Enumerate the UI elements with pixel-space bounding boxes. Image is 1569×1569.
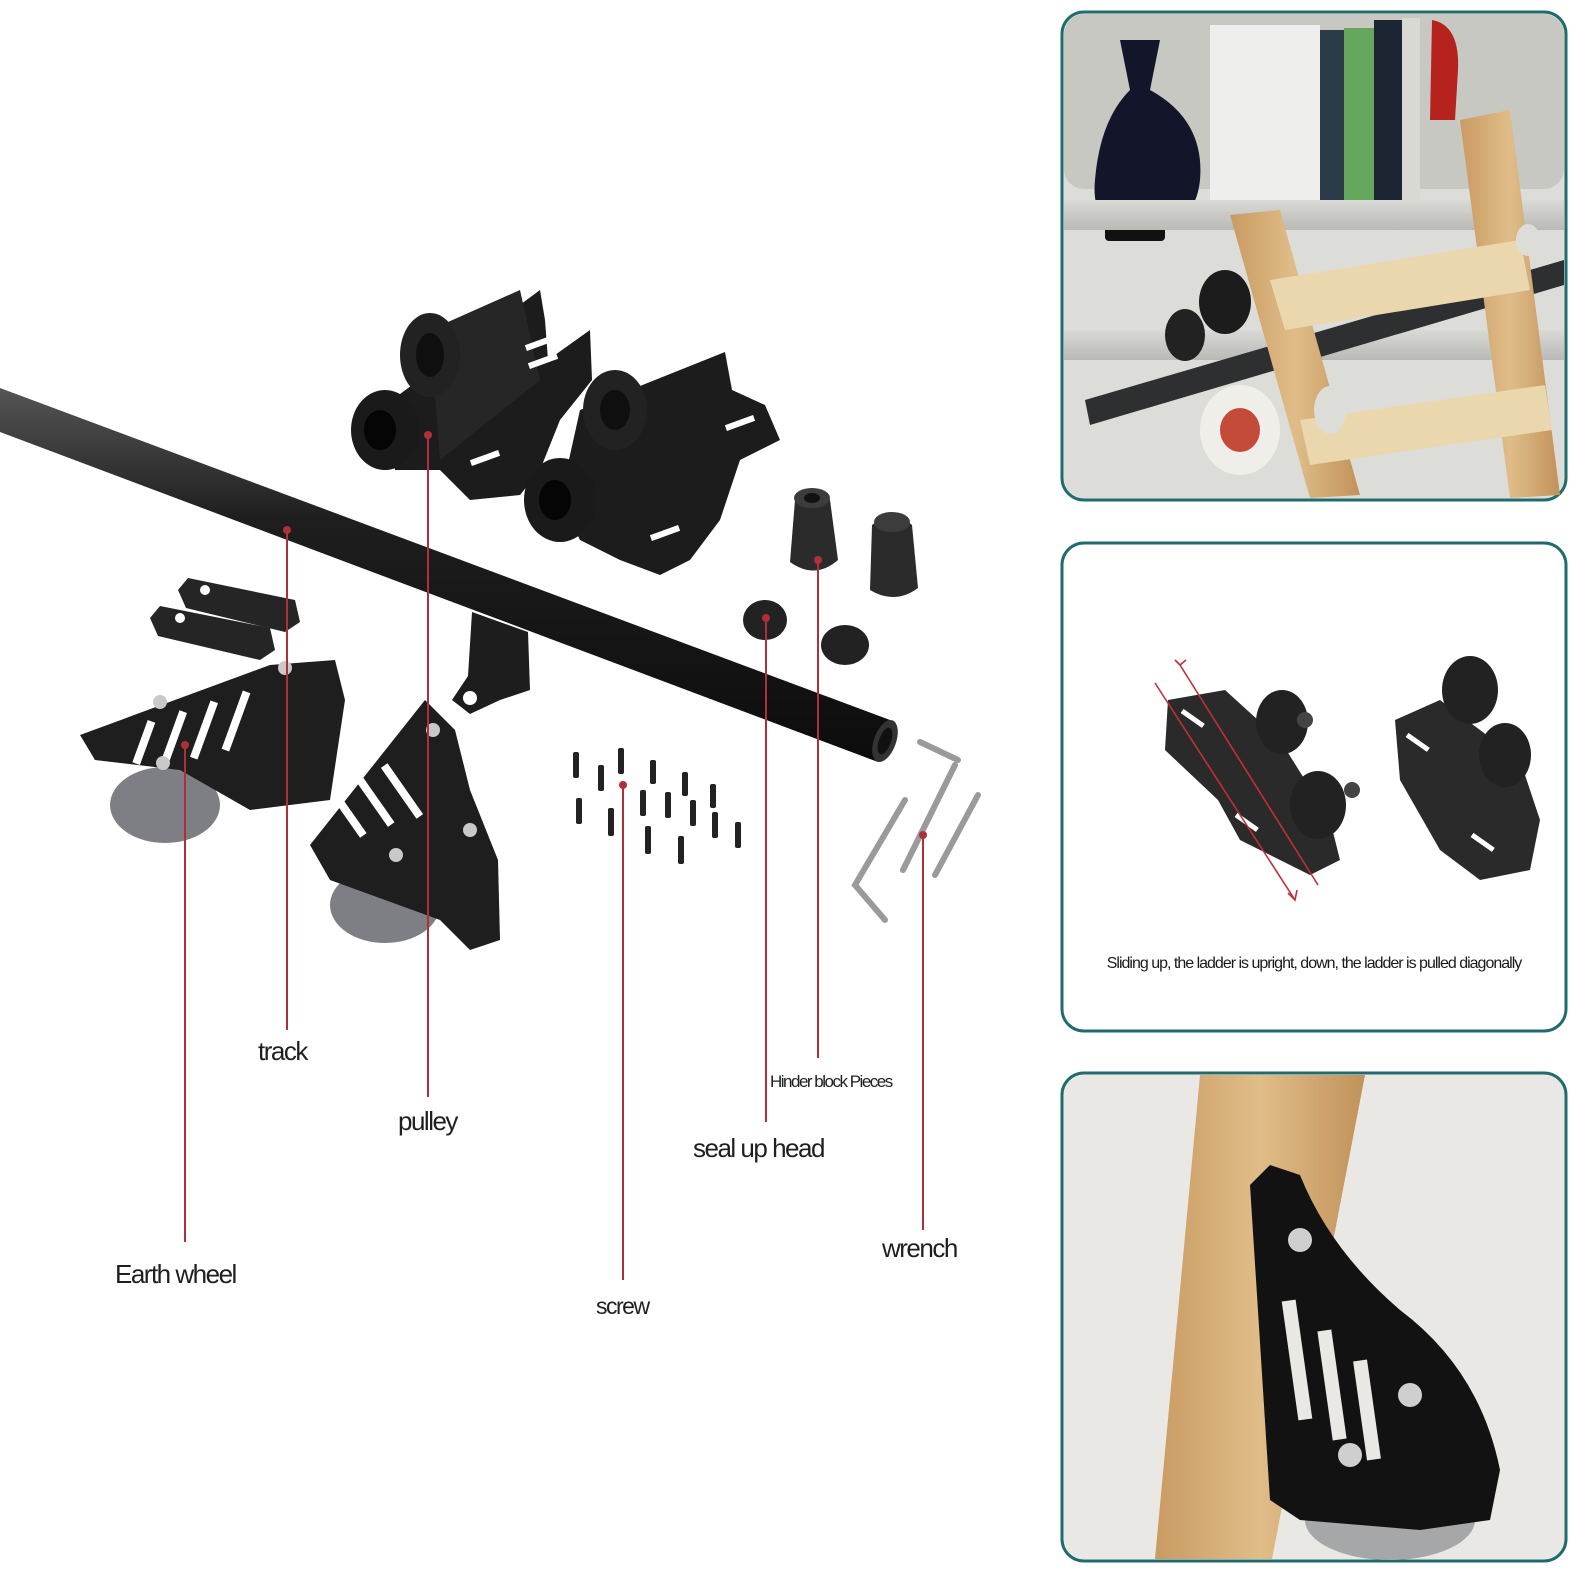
leader-lines [184,435,924,1280]
pulley-2 [524,352,780,575]
sliding-caption: Sliding up, the ladder is upright, down,… [1106,955,1523,972]
label-track: track [258,1036,308,1066]
label-wrench: wrench [882,1233,958,1263]
hinder-block-1 [790,488,838,571]
photo-panel-wheel [1060,1071,1568,1563]
label-hinder-block-pieces: Hinder block Pieces [770,1072,893,1091]
hinder-block-2 [870,512,918,598]
label-seal-up-head: seal up head [693,1133,825,1163]
pulley-1 [351,290,592,500]
mounting-plates [150,578,300,660]
earth-wheel-2 [310,700,500,950]
screws [573,748,741,864]
label-screw: screw [596,1293,650,1319]
wrenches [851,739,981,923]
earth-wheel-1 [80,660,345,843]
diagram-panel-sliding [1060,541,1568,1033]
label-earth-wheel: Earth wheel [115,1259,237,1289]
track-rod [0,388,898,763]
leader-dots [181,431,927,839]
photo-panel-ladder [1060,10,1568,502]
label-pulley: pulley [398,1106,458,1136]
seal-up-head-2 [821,625,869,665]
